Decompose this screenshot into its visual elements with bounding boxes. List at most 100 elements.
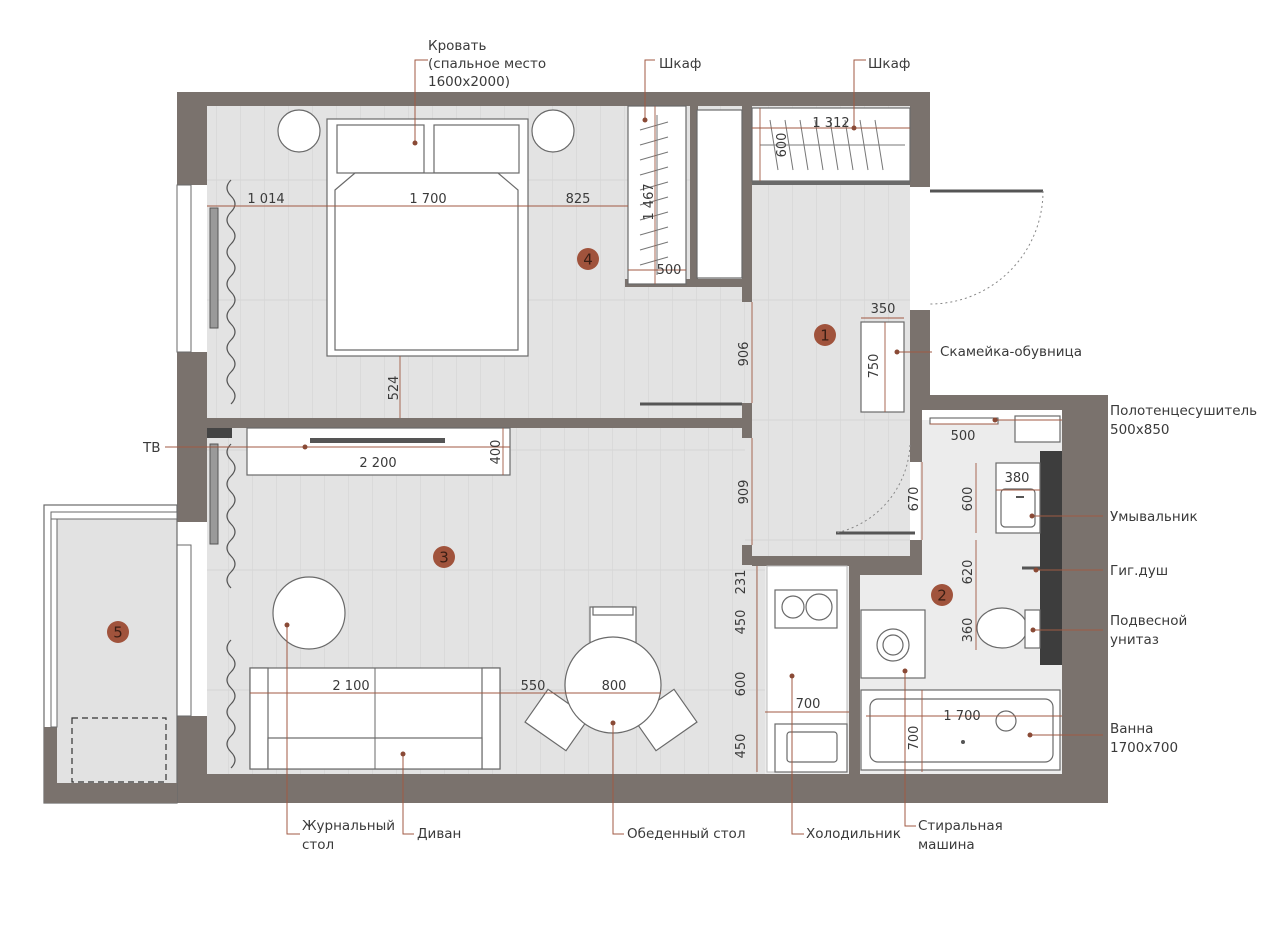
label-text: Журнальный [302,818,395,834]
nightstand [531,109,575,153]
furniture [246,105,1061,773]
wall [910,410,922,462]
dimension-lines [207,106,1062,772]
room-number: 4 [583,251,593,269]
wall [752,92,930,106]
wall [910,395,1108,410]
callout-labels: Кровать (спальное место 1600x2000) Шкаф … [142,38,1257,853]
dim-wardrobe2-length: 1 312 [812,116,849,131]
window-frame [176,184,192,353]
dim-towel-width: 500 [951,429,976,444]
balcony-rail [50,511,178,520]
wall [849,566,860,774]
door-swing [835,444,911,534]
door-swing [929,190,1044,305]
dim-table-diam: 800 [602,679,627,694]
wall [742,545,752,565]
dim-bath-length: 1 700 [943,709,980,724]
label-text: машина [918,837,975,853]
label-fridge: Холодильник [806,826,901,842]
label-towel-dryer: Полотенцесушитель 500x850 [1110,403,1257,438]
dim-bench-length: 750 [867,354,882,379]
dim-bath-width: 700 [907,726,922,751]
label-wardrobe-2: Шкаф [868,56,910,72]
dim-bed-foot: 524 [387,376,402,401]
radiator [209,207,219,329]
wardrobe [627,105,687,285]
leader-lines [165,59,1103,835]
wall [752,556,922,566]
label-text: (спальное место [428,56,546,72]
toilet [976,607,1041,649]
dim-wardrobe2-depth: 600 [775,133,790,158]
balcony-rail [50,511,58,728]
curtains [226,179,236,769]
label-sofa: Диван [417,826,461,842]
dim-tv-unit-depth: 400 [489,440,504,465]
dim-bed-left: 1 014 [247,192,284,207]
label-toilet: Подвесной унитаз [1110,613,1187,648]
label-bench: Скамейка-обувница [940,344,1082,360]
wall [177,774,1108,803]
wall [860,566,922,575]
label-text: 500x850 [1110,422,1170,438]
bed [326,118,529,357]
label-washing-machine: Стиральная машина [918,818,1003,853]
wall [625,279,750,287]
wall [1062,395,1108,803]
wall [207,418,752,428]
dim-bed-width: 1 700 [409,192,446,207]
label-text: Кровать [428,38,487,54]
wall [207,428,232,438]
nightstand [277,109,321,153]
room-badge-2: 2 [931,584,953,606]
cabinet [696,109,743,279]
dim-sink-depth: 600 [961,487,976,512]
room-number: 3 [439,549,449,567]
wall [742,92,752,302]
wall [690,92,698,287]
washing-machine [860,609,926,679]
label-dining-table: Обеденный стол [627,826,745,842]
wall [742,403,752,438]
bathtub [860,689,1061,771]
wall [910,92,930,187]
label-text: Стиральная [918,818,1003,834]
wall [177,352,207,522]
sofa [249,667,501,770]
floor-balcony [57,519,177,783]
dim-kitchen-450b: 450 [734,734,749,759]
dimension-labels: 1 014 1 700 825 1 467 500 1 312 600 524 … [247,116,1029,758]
dim-kitchen-600: 600 [734,672,749,697]
dim-bed-right: 825 [566,192,591,207]
wall [177,92,690,106]
dim-kitchen-231: 231 [734,570,749,595]
wall [44,783,177,803]
tv-unit [246,427,511,476]
room-badge-3: 3 [433,546,455,568]
label-text: стол [302,837,334,853]
wardrobe [751,107,911,182]
label-wardrobe-1: Шкаф [659,56,701,72]
window-frame [176,544,192,717]
dim-tv-unit-length: 2 200 [359,456,396,471]
wall [690,92,752,106]
tv [310,438,445,443]
label-text: Ванна [1110,721,1153,737]
label-text: 1700x700 [1110,740,1178,756]
room-number: 1 [820,327,830,345]
dim-kitchen-450a: 450 [734,610,749,635]
room-badge-1: 1 [814,324,836,346]
dining-set [524,606,698,752]
shoe-bench [860,321,905,413]
coffee-table [272,576,346,650]
dim-bench-width: 350 [871,302,896,317]
label-text: 1600x2000) [428,74,510,90]
label-coffee-table: Журнальный стол [302,818,395,853]
room-badge-4: 4 [577,248,599,270]
dim-hall-upper: 906 [737,342,752,367]
dim-wardrobe-length: 1 467 [642,183,657,220]
label-bed: Кровать (спальное место 1600x2000) [428,38,546,90]
dim-wardrobe-depth: 500 [657,263,682,278]
